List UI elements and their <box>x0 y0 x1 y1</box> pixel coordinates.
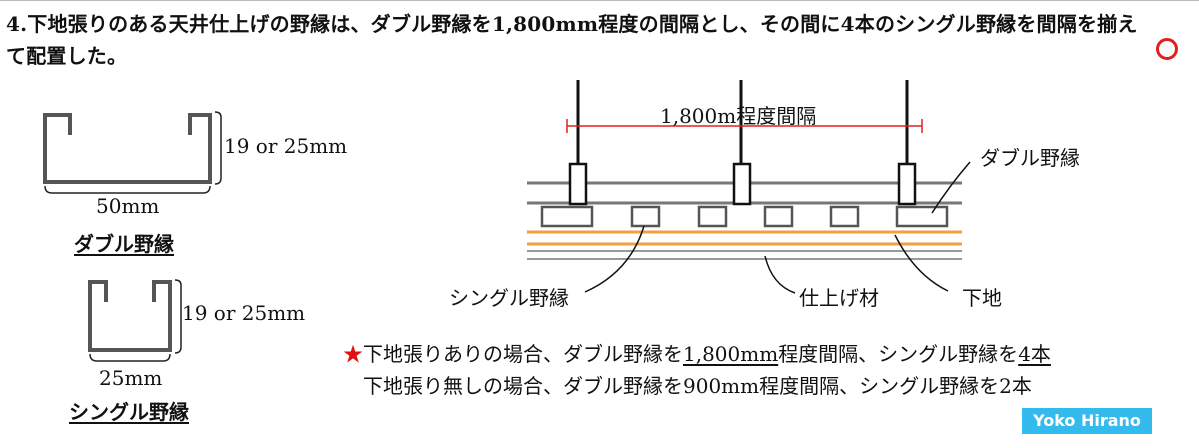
single-width-label: 25mm <box>99 366 163 390</box>
notes-block: ★下地張りありの場合、ダブル野縁を1,800mm程度間隔、シングル野縁を4本 下… <box>343 338 1051 402</box>
single-furring <box>829 205 860 228</box>
leader-lines <box>584 161 971 294</box>
double-channel-profile <box>43 113 212 184</box>
finish-material-label: 仕上げ材 <box>799 286 879 310</box>
double-width-label: 50mm <box>96 194 160 218</box>
note-line-1: ★下地張りありの場合、ダブル野縁を1,800mm程度間隔、シングル野縁を4本 <box>343 338 1051 370</box>
double-furring-label: ダブル野縁 <box>980 146 1080 170</box>
double-height-label: 19 or 25mm <box>224 134 348 158</box>
note-line-1-mid: 程度間隔、シングル野縁を <box>778 342 1019 366</box>
single-furring <box>630 205 661 228</box>
single-height-label: 19 or 25mm <box>182 301 306 325</box>
single-furring <box>763 205 794 228</box>
double-furring <box>540 205 594 228</box>
correct-mark-circle-icon <box>1156 38 1178 60</box>
single-channel-name: シングル野縁 <box>69 400 189 424</box>
spacing-dimension-line <box>566 119 923 133</box>
single-furring-label: シングル野縁 <box>449 286 569 310</box>
single-furring <box>697 205 728 228</box>
note-line-1-spacing: 1,800mm <box>683 342 779 366</box>
double-channel-dimensions <box>44 111 222 194</box>
star-icon: ★ <box>343 342 363 366</box>
note-line-1-pre: 下地張りありの場合、ダブル野縁を <box>363 342 683 366</box>
note-line-1-count: 4本 <box>1018 342 1051 366</box>
double-channel-name: ダブル野縁 <box>74 232 174 256</box>
author-brand-badge: Yoko Hirano <box>1022 408 1152 434</box>
double-furring <box>895 205 949 228</box>
ceiling-section <box>527 80 971 294</box>
base-board-label: 下地 <box>962 286 1002 310</box>
single-channel-dimensions <box>89 279 182 362</box>
single-channel-profile <box>88 280 172 352</box>
hanger-clip <box>732 162 752 206</box>
hanger-clip <box>568 162 588 206</box>
spacing-label: 1,800m程度間隔 <box>660 104 817 128</box>
note-line-2: 下地張り無しの場合、ダブル野縁を900mm程度間隔、シングル野縁を2本 <box>363 374 1032 398</box>
hanger-clip <box>897 162 917 206</box>
question-text: 4.下地張りのある天井仕上げの野縁は、ダブル野縁を1,800mm程度の間隔とし、… <box>6 12 1138 68</box>
